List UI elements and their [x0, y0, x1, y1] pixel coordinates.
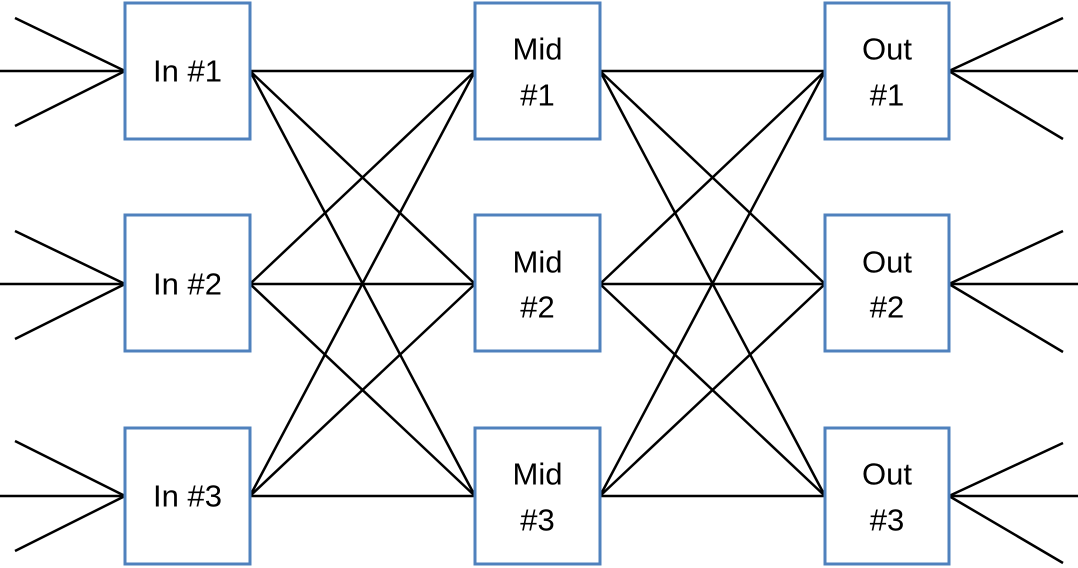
link-mid3-out1	[598, 70, 827, 497]
input-switch-2-box	[123, 213, 252, 353]
out3-fan-line-top	[948, 441, 1064, 498]
output-switch-3-box	[823, 426, 951, 566]
out2-fan-line-bottom	[948, 282, 1064, 354]
output-switch-1: Out #1	[823, 1, 951, 141]
input-switch-3-label: In #3	[153, 479, 222, 514]
input-switch-1-box	[123, 1, 252, 141]
mid-to-output-links	[598, 69, 827, 498]
mid-stage: Mid #1 Mid #2 Mid #3	[473, 1, 602, 566]
mid-switch-1-label-line1: Mid	[513, 32, 563, 67]
mid-switch-2-box	[473, 213, 602, 353]
out2-fan-line-top	[948, 229, 1064, 286]
output-switch-2-label-line1: Out	[862, 245, 912, 280]
output-fan-lines	[948, 16, 1078, 565]
link-in2-mid1	[249, 70, 476, 285]
output-switch-1-label-line1: Out	[862, 32, 912, 67]
output-switch-3-label-line1: Out	[862, 457, 912, 492]
mid-switch-2-label-line1: Mid	[513, 245, 563, 280]
input-stage: In #1 In #2 In #3	[123, 1, 252, 566]
out3-fan-line-bottom	[948, 494, 1064, 565]
input-switch-1: In #1	[123, 1, 252, 141]
output-switch-3-label-line2: #3	[870, 503, 904, 538]
mid-switch-2: Mid #2	[473, 213, 602, 353]
mid-switch-1-box	[473, 1, 602, 141]
mid-switch-3-box	[473, 426, 602, 566]
mid-switch-1-label-line2: #1	[520, 78, 554, 113]
link-in3-mid1	[248, 70, 477, 497]
mid-switch-3-label-line2: #3	[520, 503, 554, 538]
input-switch-2-label: In #2	[153, 267, 222, 302]
input-switch-2: In #2	[123, 213, 252, 353]
in1-fan-line-top	[14, 16, 126, 73]
out1-fan-line-bottom	[948, 69, 1064, 141]
input-switch-3-box	[123, 426, 252, 566]
link-mid2-out1	[599, 70, 826, 285]
in2-fan-line-top	[14, 229, 126, 286]
input-to-mid-links	[248, 69, 477, 498]
mid-switch-3-label-line1: Mid	[513, 457, 563, 492]
link-in3-mid2	[249, 283, 476, 497]
output-switch-3: Out #3	[823, 426, 951, 566]
output-switch-1-box	[823, 1, 951, 141]
input-switch-3: In #3	[123, 426, 252, 566]
in3-fan-line-bottom	[14, 494, 126, 553]
mid-switch-2-label-line2: #2	[520, 290, 554, 325]
in3-fan-line-top	[14, 439, 126, 498]
output-switch-2-box	[823, 213, 951, 353]
out1-fan-line-top	[948, 16, 1064, 73]
link-mid3-out2	[599, 283, 826, 497]
output-switch-2: Out #2	[823, 213, 951, 353]
input-switch-1-label: In #1	[153, 54, 222, 89]
mid-switch-3: Mid #3	[473, 426, 602, 566]
mid-switch-1: Mid #1	[473, 1, 602, 141]
output-stage: Out #1 Out #2 Out #3	[823, 1, 951, 566]
in1-fan-line-bottom	[14, 69, 126, 128]
in2-fan-line-bottom	[14, 282, 126, 341]
input-fan-lines	[0, 16, 126, 553]
output-switch-1-label-line2: #1	[870, 78, 904, 113]
output-switch-2-label-line2: #2	[870, 290, 904, 325]
